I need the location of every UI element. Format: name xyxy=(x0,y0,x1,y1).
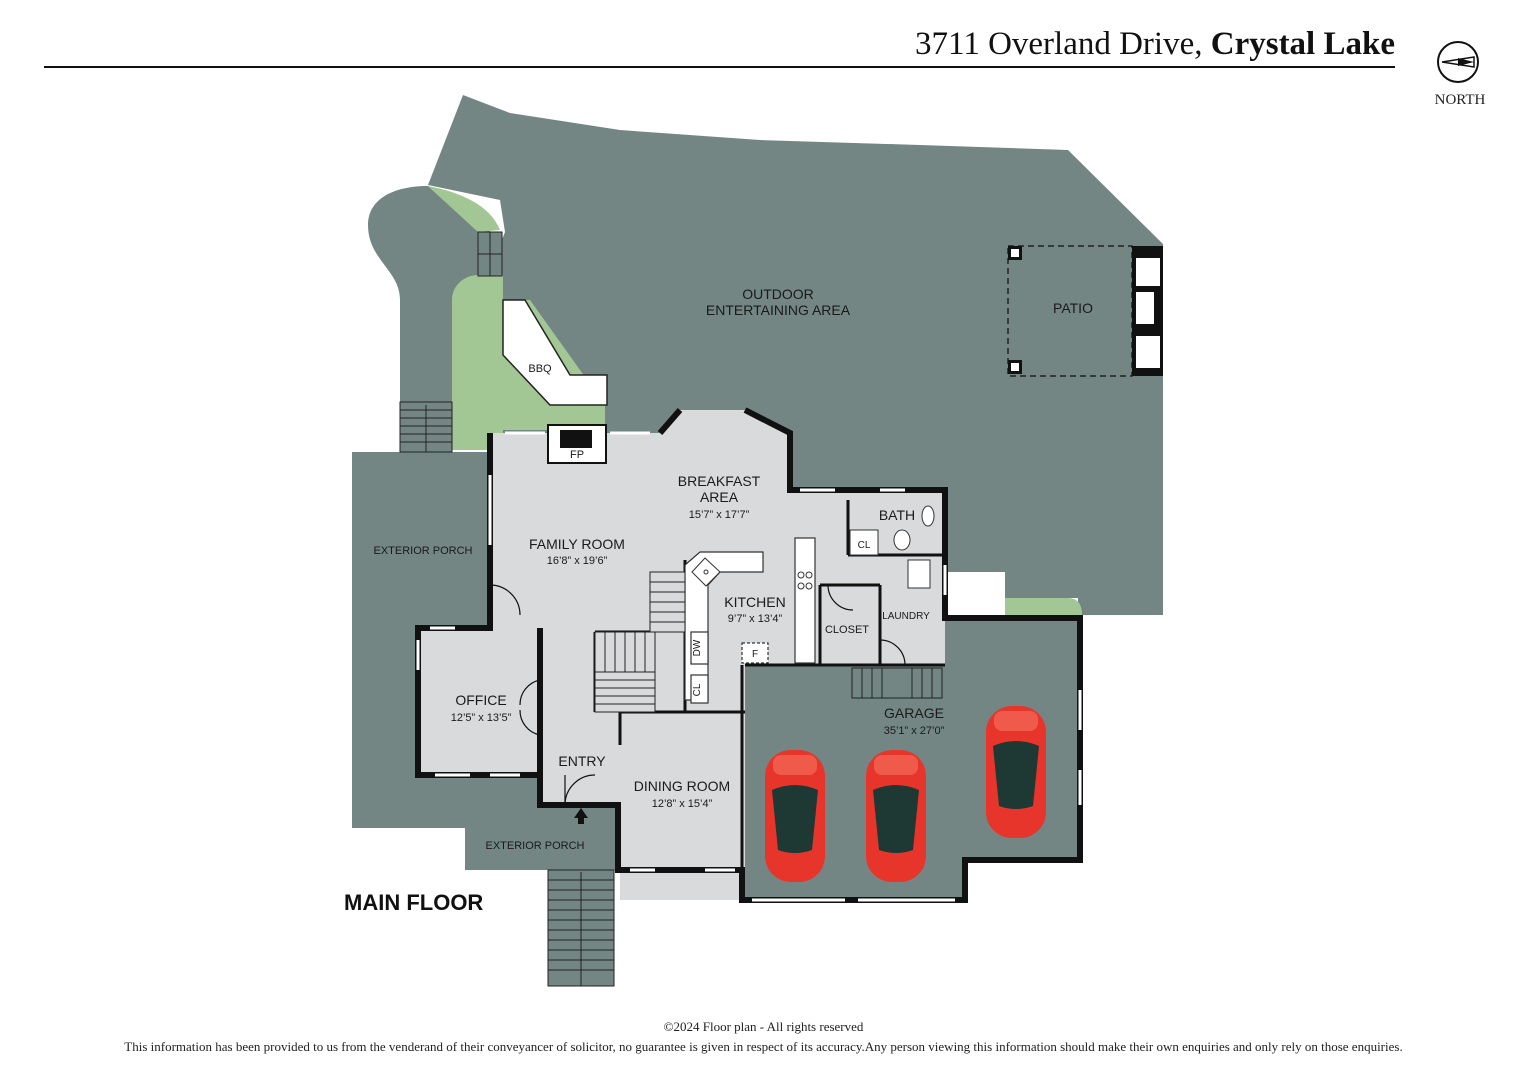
kitchen-counters xyxy=(684,537,816,704)
address-text: 3711 Overland Drive, xyxy=(915,26,1203,62)
interior xyxy=(490,410,945,900)
stairs-walkway xyxy=(477,231,503,277)
family-room-label: FAMILY ROOM xyxy=(529,536,625,552)
stairs-south xyxy=(547,869,615,987)
page-title: 3711 Overland Drive, Crystal Lake xyxy=(915,26,1395,63)
stove-icon xyxy=(797,571,813,590)
porch-west-label: EXTERIOR PORCH xyxy=(373,545,472,557)
fridge-label: F xyxy=(752,649,758,660)
laundry-label: LAUNDRY xyxy=(882,611,930,622)
kitchen-label: KITCHEN xyxy=(724,594,785,610)
compass-icon xyxy=(1437,41,1479,83)
header-divider xyxy=(44,66,1395,68)
bath-cl-label: CL xyxy=(858,540,871,551)
fp-label: FP xyxy=(570,449,584,461)
breakfast-label-2: AREA xyxy=(700,489,739,505)
patio-outline xyxy=(1007,245,1133,377)
porch-south xyxy=(465,805,618,870)
garage-dim: 35’1” x 27’0” xyxy=(884,725,945,737)
sink-icon xyxy=(691,557,721,587)
lawn-west xyxy=(452,275,503,450)
dining-room-dim: 12’8” x 15’4” xyxy=(652,798,713,810)
office-dim: 12’5” x 13’5” xyxy=(451,712,512,724)
floor-label: MAIN FLOOR xyxy=(344,890,484,915)
bath-fixtures xyxy=(849,505,935,589)
north-label: NORTH xyxy=(1434,92,1486,108)
car-1 xyxy=(765,750,825,882)
bbq-label: BBQ xyxy=(528,363,552,375)
cl-label: CL xyxy=(692,683,703,696)
outdoor-area xyxy=(428,95,1163,615)
car-2 xyxy=(866,750,926,882)
patio-label: PATIO xyxy=(1053,300,1093,316)
kitchen-dim: 9’7” x 13’4” xyxy=(728,613,783,625)
outdoor-label-1: OUTDOOR xyxy=(742,286,814,302)
city-text: Crystal Lake xyxy=(1210,26,1395,62)
porch-west xyxy=(352,452,583,870)
dw-label: DW xyxy=(692,639,703,656)
family-room-dim: 16’8” x 19’6” xyxy=(547,555,608,567)
breakfast-label-1: BREAKFAST xyxy=(678,473,761,489)
doors xyxy=(489,584,906,806)
copyright-text: ©2024 Floor plan - All rights reserved xyxy=(663,1019,864,1034)
closet-label: CLOSET xyxy=(825,624,869,636)
office-label: OFFICE xyxy=(455,692,506,708)
lawn-north xyxy=(428,186,500,232)
garage-label: GARAGE xyxy=(884,705,944,721)
outdoor-label-2: ENTERTAINING AREA xyxy=(706,302,851,318)
lawn-east xyxy=(1005,598,1082,615)
dining-room-label: DINING ROOM xyxy=(634,778,730,794)
windows xyxy=(416,431,1082,902)
entry-label: ENTRY xyxy=(558,753,606,769)
garage-steps xyxy=(851,667,943,699)
bath-label: BATH xyxy=(879,507,915,523)
bbq-counter xyxy=(502,299,608,406)
entry-arrow-icon xyxy=(574,808,588,824)
porch-south-label: EXTERIOR PORCH xyxy=(485,840,584,852)
stairs-interior xyxy=(594,571,686,713)
breakfast-dim: 15’7” x 17’7” xyxy=(689,509,750,521)
disclaimer-text: This information has been provided to us… xyxy=(124,1039,1403,1054)
car-3 xyxy=(986,706,1046,838)
stairs-north xyxy=(399,401,453,453)
